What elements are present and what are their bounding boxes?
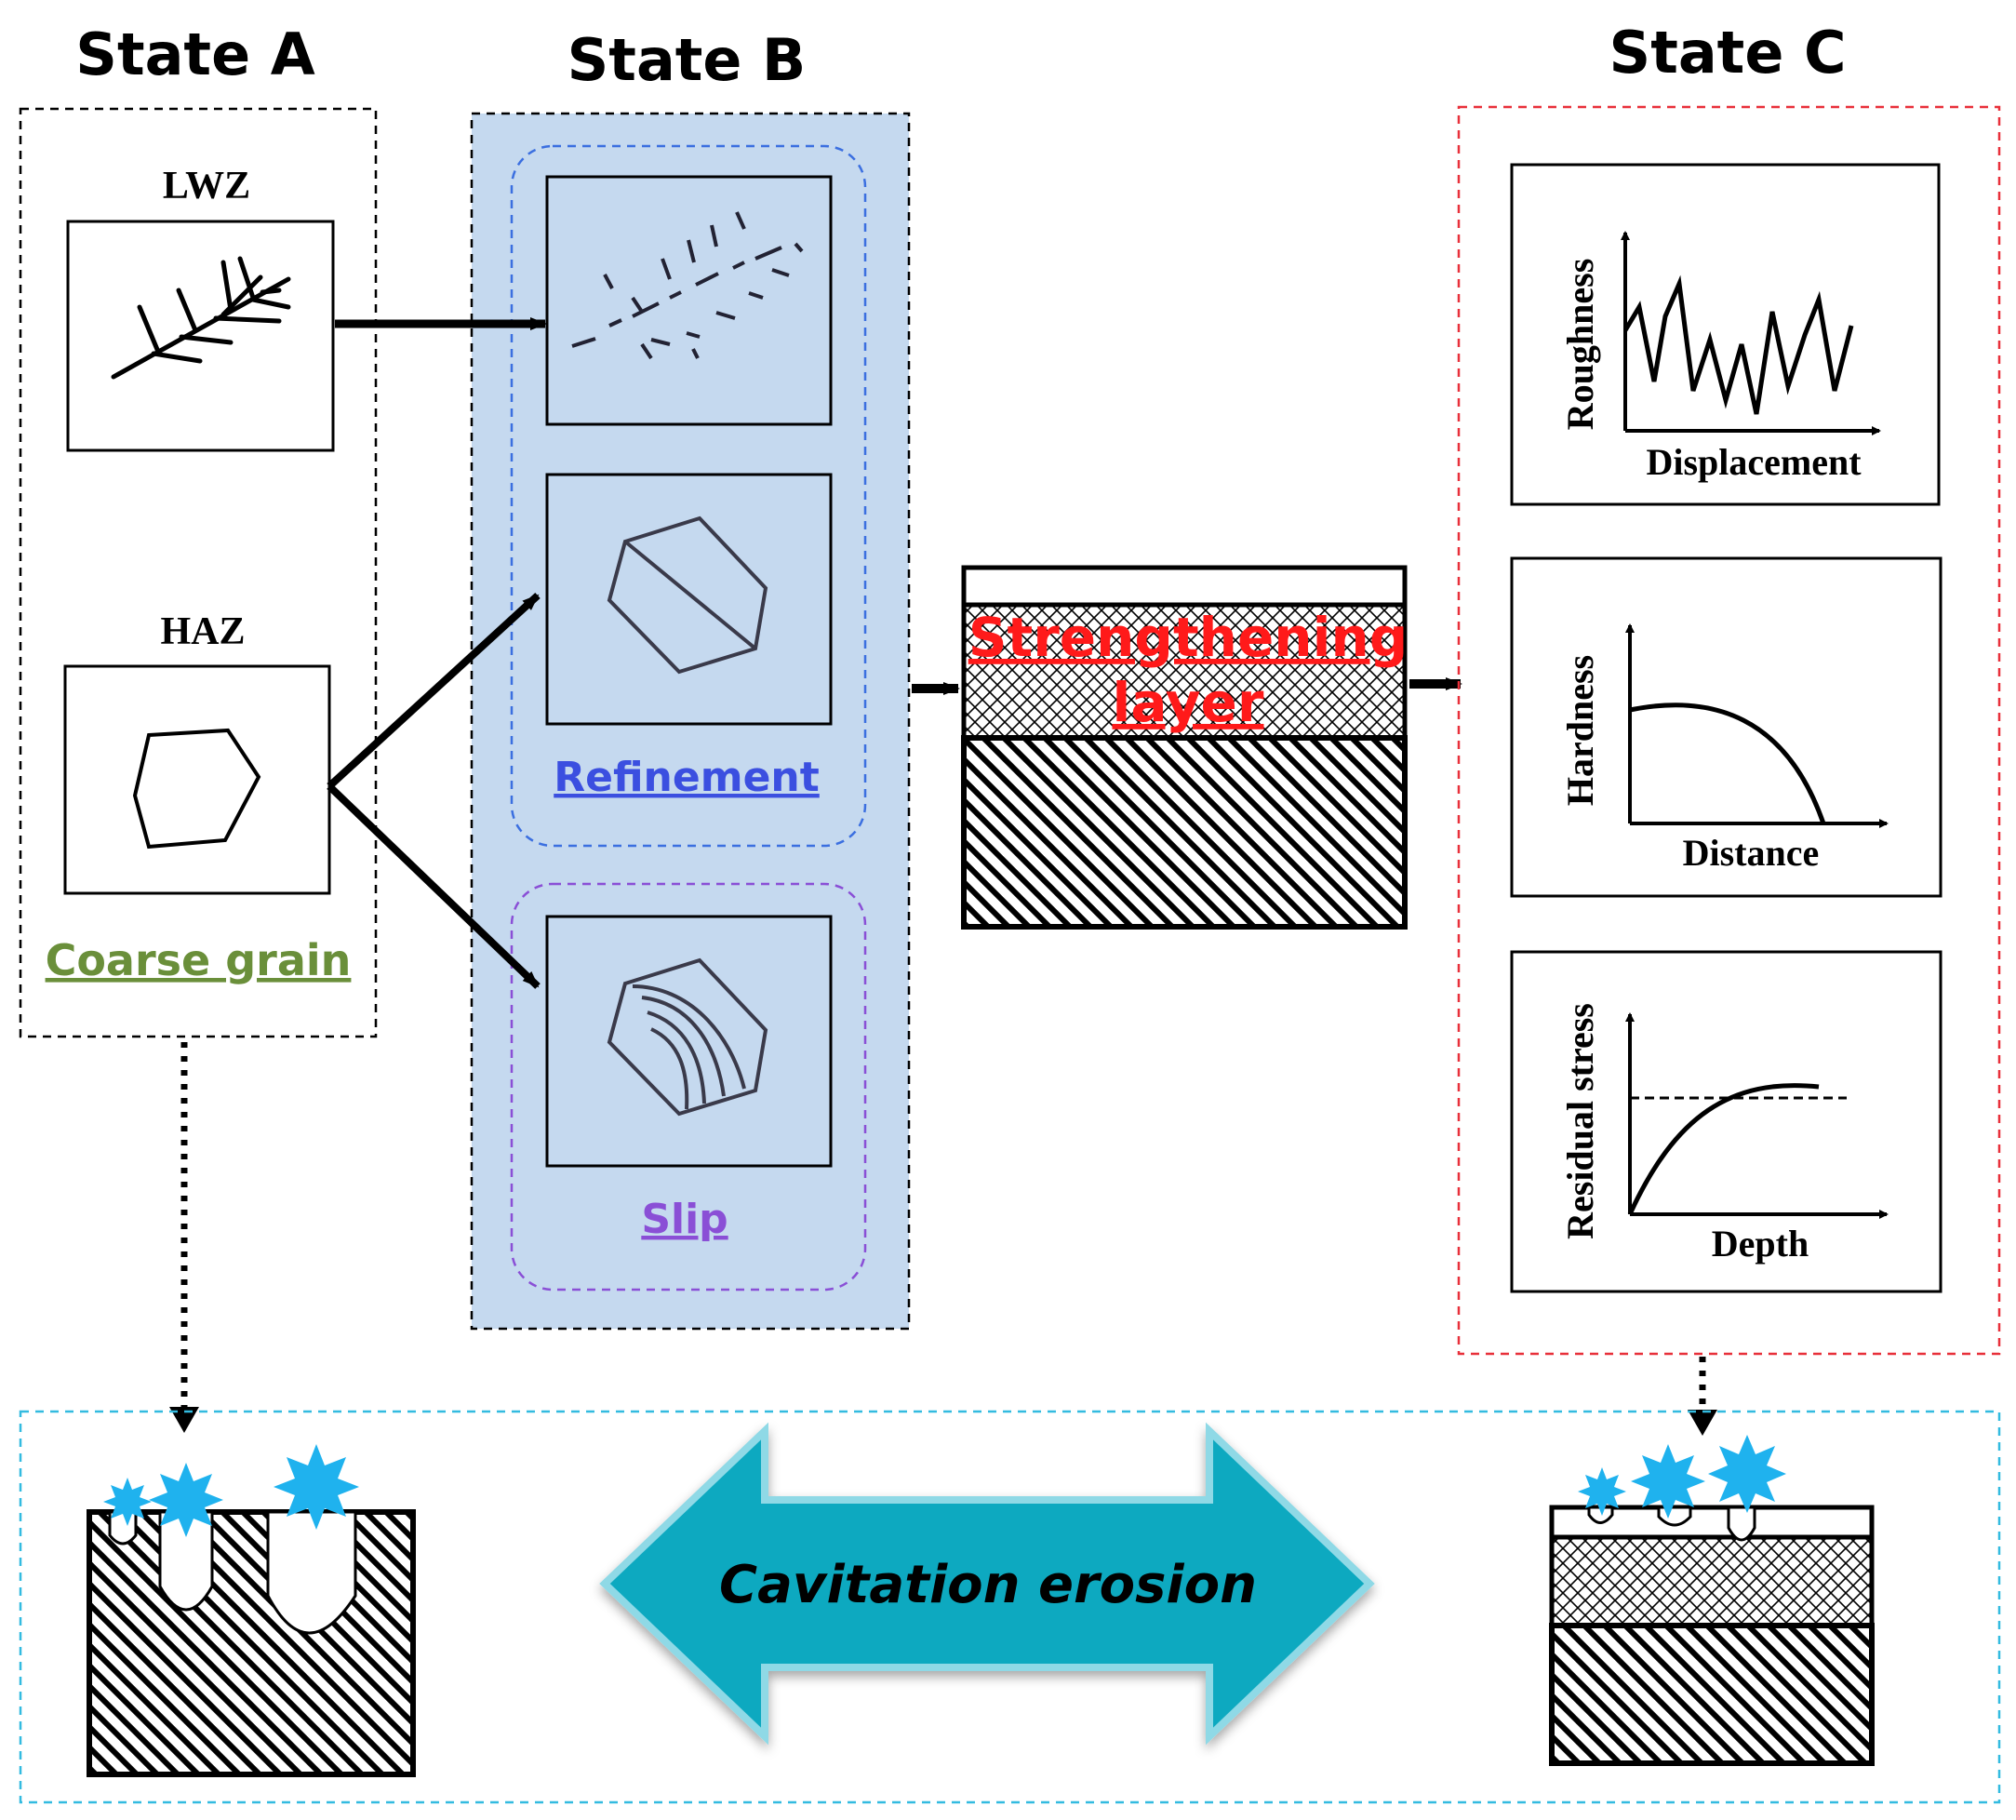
hardness-plot: Distance Hardness xyxy=(1559,623,1889,874)
dotted-arrow-a-head xyxy=(169,1407,199,1433)
coarse-grain-caption: Coarse grain xyxy=(46,935,352,985)
stress-ylabel: Residual stress xyxy=(1559,1003,1601,1239)
stress-plot-frame xyxy=(1510,950,1943,1293)
state-a-frame xyxy=(19,107,378,1038)
stress-plot: Depth Residual stress xyxy=(1559,1003,1889,1265)
haz-label: HAZ xyxy=(160,610,245,653)
strengthening-label-line2: layer xyxy=(1113,671,1264,734)
fragmented-dendrite-box xyxy=(545,175,833,426)
coarse-grain-icon xyxy=(132,728,261,850)
roughness-plot-frame xyxy=(1510,163,1941,506)
haz-box xyxy=(63,664,331,895)
eroded-coarse-block xyxy=(87,1509,416,1777)
hardness-xlabel: Distance xyxy=(1683,832,1820,874)
cavitation-bubbles-right xyxy=(1578,1435,1786,1519)
roughness-ylabel: Roughness xyxy=(1559,259,1601,431)
state-a-title: State A xyxy=(75,20,314,88)
cavitation-frame xyxy=(19,1410,2001,1804)
state-c-title: State C xyxy=(1609,19,1847,87)
state-b-title: State B xyxy=(567,26,807,94)
hardness-plot-frame xyxy=(1510,556,1943,898)
slip-group-frame xyxy=(510,882,867,1291)
arrow-haz-to-slip xyxy=(327,783,541,989)
refined-grain-box xyxy=(545,473,833,726)
slip-caption: Slip xyxy=(641,1196,728,1243)
dendrite-icon xyxy=(111,256,291,380)
refinement-group-frame xyxy=(510,144,867,848)
refined-grain-icon xyxy=(607,515,768,675)
hardness-ylabel: Hardness xyxy=(1559,655,1601,806)
eroded-strengthened-block xyxy=(1549,1505,1875,1766)
lwz-box xyxy=(66,220,335,452)
arrow-haz-to-refined xyxy=(327,593,541,789)
slip-band-icon xyxy=(607,957,768,1117)
refinement-caption: Refinement xyxy=(554,754,820,801)
roughness-plot: Displacement Roughness xyxy=(1559,231,1881,483)
cavitation-erosion-label: Cavitation erosion xyxy=(719,1555,1257,1615)
strengthening-layer-block xyxy=(961,565,1408,930)
stress-xlabel: Depth xyxy=(1712,1223,1809,1265)
roughness-xlabel: Displacement xyxy=(1646,441,1862,483)
strengthening-label-line1: Strengthening xyxy=(968,606,1409,669)
state-c-frame xyxy=(1457,105,2001,1356)
cavitation-double-arrow xyxy=(599,1422,1375,1746)
lwz-label: LWZ xyxy=(163,165,250,207)
fragmented-dendrite-icon xyxy=(571,211,804,360)
dotted-arrow-c-head xyxy=(1688,1410,1717,1436)
cavitation-bubbles-left xyxy=(103,1444,359,1537)
